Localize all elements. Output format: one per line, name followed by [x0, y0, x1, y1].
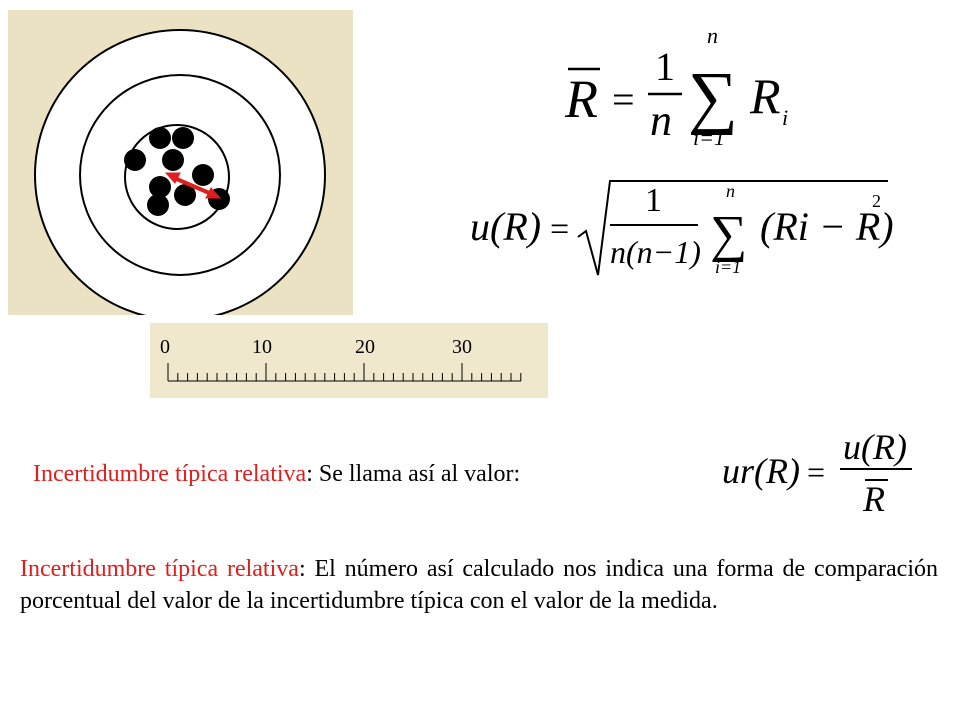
uncertainty-denominator: n(n−1): [610, 234, 701, 270]
mean-one: 1: [655, 44, 675, 89]
ruler-label-10: 10: [252, 336, 272, 358]
mean-term-sub: i: [782, 105, 788, 130]
deviation-arrow: [164, 172, 222, 199]
mean-formula: R = 1 n n ∑ i=1 R i: [560, 23, 810, 155]
target-drawing: [34, 29, 326, 315]
explanation-text: : El número así calculado nos indica una…: [20, 556, 938, 614]
impact-cluster: [124, 127, 230, 216]
uncertainty-exponent: 2: [872, 191, 881, 211]
uncertainty-lhs: u(R): [470, 204, 541, 249]
mean-sum-bottom: i=1: [693, 125, 725, 150]
mean-term: R: [749, 68, 781, 124]
impact-dot: [174, 184, 196, 206]
inner-ring: [124, 124, 230, 230]
uncertainty-one: 1: [645, 182, 662, 219]
mean-sum-top: n: [707, 23, 718, 48]
impact-dot: [149, 176, 171, 198]
impact-dot: [172, 127, 194, 149]
uncertainty-equals: =: [550, 211, 569, 248]
impact-dot: [149, 127, 171, 149]
relative-numerator: u(R): [843, 427, 907, 467]
impact-dot: [147, 194, 169, 216]
ruler-image: 0 10 20 30: [150, 323, 548, 398]
mean-equals: =: [612, 77, 635, 122]
uncertainty-term: (Ri − R): [760, 204, 894, 249]
mean-sigma: ∑: [688, 59, 738, 136]
uncertainty-formula: u(R) = 1 n(n−1) n ∑ i=1 (Ri − R) 2: [470, 175, 894, 285]
definition-term: Incertidumbre típica relativa: [33, 461, 307, 487]
middle-ring: [79, 74, 281, 276]
relative-formula: ur(R) = u(R) R: [720, 425, 920, 520]
relative-denominator: R: [862, 479, 885, 519]
relative-lhs: ur(R): [722, 451, 800, 491]
ruler-ticks: [167, 363, 522, 382]
sqrt-sign: [577, 180, 888, 276]
target-image: [8, 10, 353, 315]
impact-dot: [162, 149, 184, 171]
impact-dot: [192, 164, 214, 186]
ruler-scale: [167, 363, 522, 382]
explanation-paragraph: Incertidumbre típica relativa: El número…: [20, 553, 938, 617]
ruler-label-0: 0: [160, 336, 170, 358]
impact-dot: [124, 149, 146, 171]
uncertainty-sum-top: n: [726, 181, 735, 201]
ruler-label-20: 20: [355, 336, 375, 358]
mean-n: n: [650, 96, 672, 145]
mean-symbol: R: [564, 69, 598, 129]
uncertainty-sigma: ∑: [710, 206, 747, 263]
ruler-label-30: 30: [452, 336, 472, 358]
definition-text: : Se llama así al valor:: [306, 461, 521, 487]
explanation-term: Incertidumbre típica relativa: [20, 556, 299, 582]
definition-line: Incertidumbre típica relativa: Se llama …: [33, 459, 520, 489]
relative-equals: =: [807, 454, 825, 490]
uncertainty-sum-bottom: i=1: [715, 257, 741, 277]
